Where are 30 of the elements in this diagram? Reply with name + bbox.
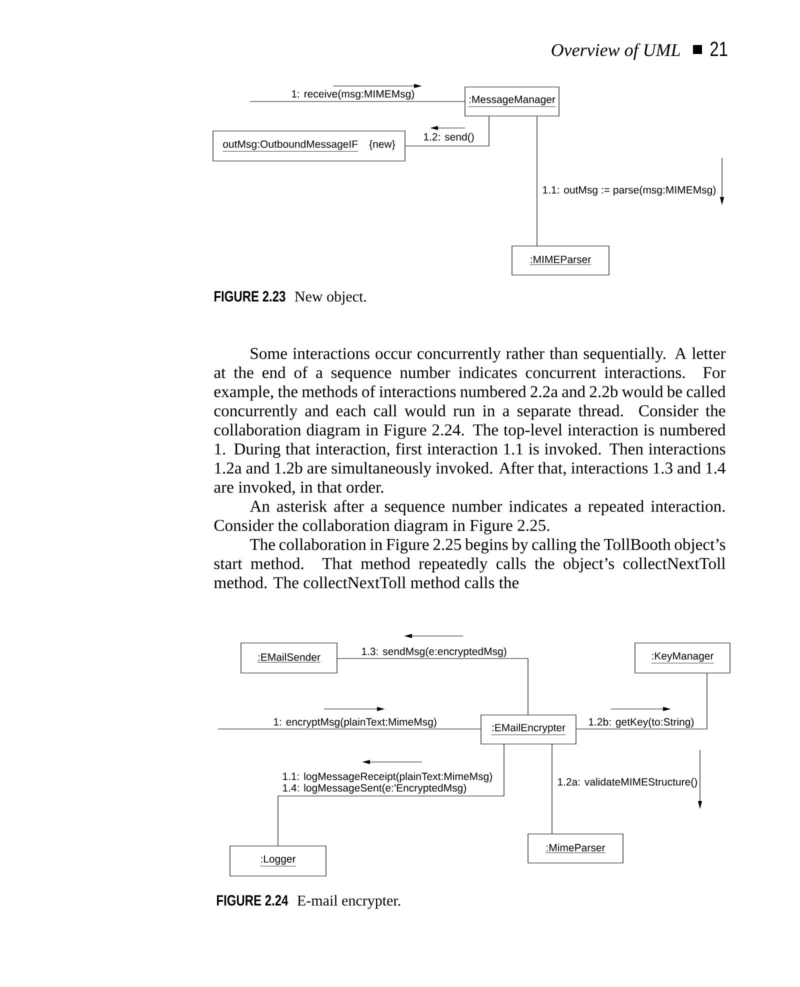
link-line: [337, 658, 528, 715]
link-line: [576, 673, 708, 730]
link-line: [278, 744, 504, 846]
paragraph: Some interactions occur concurrently rather than sequentially. A letter at the end of a sequence number indicates concurrent interactions. For example, the methods of interactions numbered 2.2a and 2.2b would be called concurrently and each call would run in a separate thread. Consider the collaboration diagram in Figure 2.24. The top-level interaction is numbered 1. During that interaction, first interaction 1.1 is invoked. Then interactions 1.2a and 1.2b are simultaneously invoked. After that, interactions 1.3 and 1.4 are invoked, in that order.: [214, 347, 726, 496]
edge-label: 1.2: send(): [424, 132, 474, 143]
link-line: [536, 116, 538, 246]
object-box: :MessageManager: [464, 86, 560, 116]
edge-label: 1.1: logMessageReceipt(plainText:MimeMsg) 1.4: logMessageSent(e:'EncryptedMsg): [283, 772, 492, 794]
object-box: :MimeParser: [528, 834, 624, 864]
running-head: Overview of UML: [552, 43, 680, 60]
edge-label: 1.3: sendMsg(e:encryptedMsg): [362, 647, 506, 658]
link-line: [405, 116, 490, 146]
edge-label: 1.2b: getKey(to:String): [589, 718, 694, 728]
link-line: [250, 101, 465, 102]
object-box: outMsg:OutboundMessageIF {new}: [212, 130, 406, 162]
link-line: [218, 728, 481, 730]
page-number: 21: [710, 42, 728, 56]
edge-label: 1: encryptMsg(plainText:MimeMsg): [274, 718, 436, 728]
edge-label: 1.1: outMsg := parse(msg:MIMEMsg): [543, 186, 716, 196]
edge-label: 1: receive(msg:MIMEMsg): [292, 90, 414, 100]
object-box: :MIMEParser: [512, 246, 610, 276]
object-box: :EMailSender: [240, 642, 338, 674]
paragraph: The collaboration in Figure 2.25 begins by calling the TollBooth object’s start method. That method repeatedly calls the object’s collectNextToll method. The collectNextToll method calls the: [214, 538, 726, 588]
paragraph: An asterisk after a sequence number indicates a repeated interaction. Consider the collaboration diagram in Figure 2.25.: [214, 500, 725, 534]
figure-caption: FIGURE 2.24 E-mail encrypter.: [217, 895, 400, 909]
object-box: :Logger: [230, 846, 326, 876]
figure-caption: FIGURE 2.23 New object.: [214, 291, 366, 305]
edge-label: 1.2a: validateMIMEStructure(): [558, 778, 697, 788]
object-box: :KeyManager: [634, 642, 730, 674]
object-box: :EMailEncrypter: [480, 714, 576, 744]
